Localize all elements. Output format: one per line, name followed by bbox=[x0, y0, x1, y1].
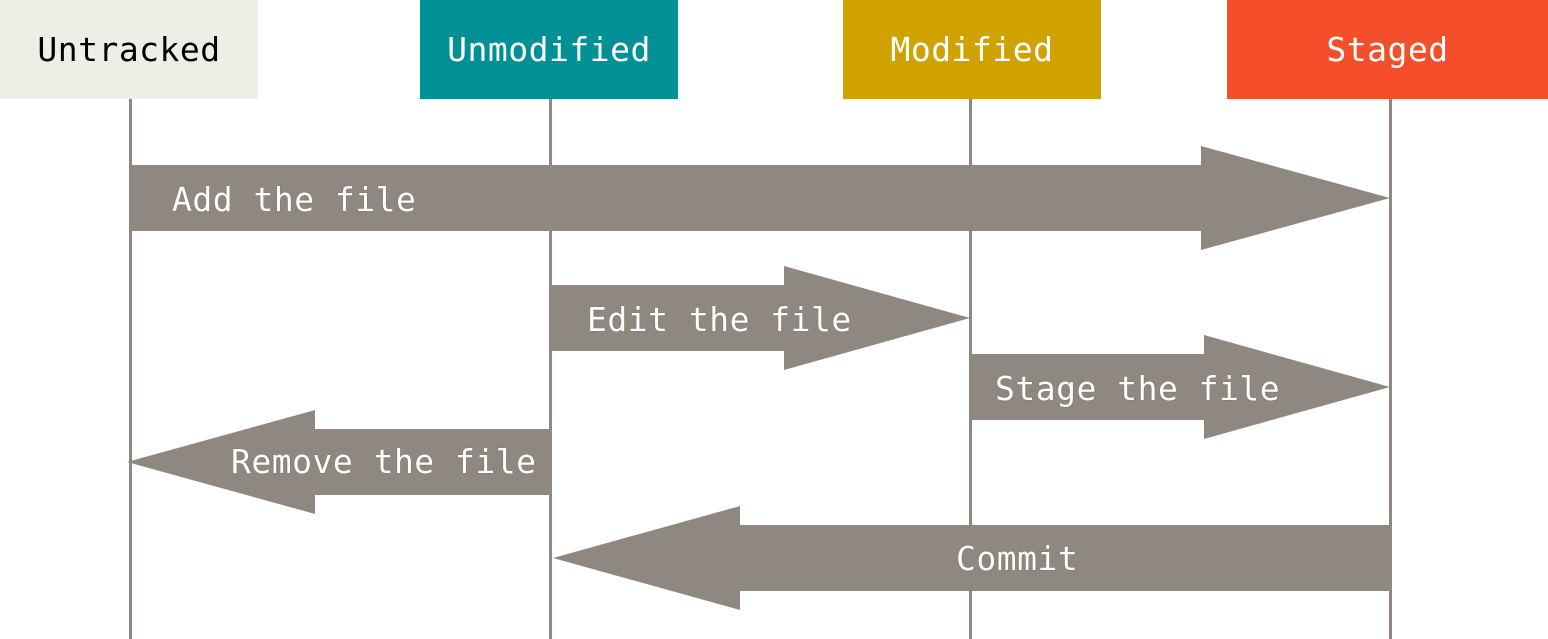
edit-file-label: Edit the file bbox=[587, 300, 852, 339]
untracked-lifeline bbox=[129, 99, 132, 639]
state-untracked-label: Untracked bbox=[37, 30, 221, 69]
commit-label: Commit bbox=[956, 539, 1079, 578]
state-unmodified-label: Unmodified bbox=[447, 30, 651, 69]
stage-file-label: Stage the file bbox=[995, 369, 1281, 408]
state-modified-label: Modified bbox=[890, 30, 1054, 69]
add-file-label: Add the file bbox=[172, 180, 417, 219]
staged-lifeline bbox=[1389, 99, 1392, 639]
state-unmodified: Unmodified bbox=[420, 0, 678, 99]
state-modified: Modified bbox=[843, 0, 1101, 99]
remove-file-label: Remove the file bbox=[231, 442, 537, 481]
state-untracked: Untracked bbox=[0, 0, 258, 99]
unmodified-lifeline bbox=[549, 99, 552, 639]
state-staged: Staged bbox=[1227, 0, 1548, 99]
state-staged-label: Staged bbox=[1326, 30, 1449, 69]
